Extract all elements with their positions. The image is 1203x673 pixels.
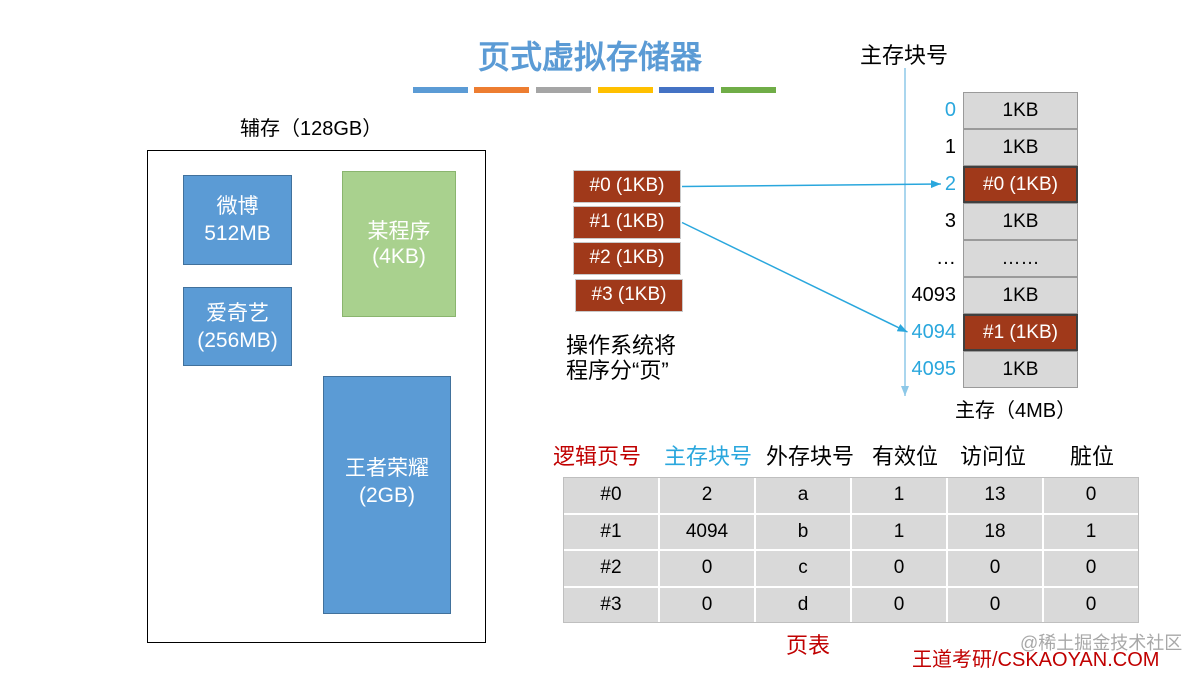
table-cell: c: [756, 551, 850, 586]
memory-block-number-row: 4094: [880, 314, 957, 351]
memory-block-number: 4095: [911, 358, 957, 380]
memory-block-number-row: 4095: [880, 351, 957, 388]
table-cell: #1: [564, 514, 658, 549]
memory-block-cell: 1KB: [963, 129, 1078, 166]
memory-block-number: 2: [944, 173, 956, 195]
page-to-block-arrow: [681, 221, 908, 333]
program-block-iqiyi: 爱奇艺 (256MB): [183, 287, 292, 366]
memory-block-cell: 1KB: [963, 92, 1078, 129]
table-header-memory-block: 主存块号: [663, 444, 752, 469]
table-cell: 0: [1044, 551, 1138, 586]
program-size: (2GB): [358, 484, 415, 507]
accent-bar: [721, 87, 776, 93]
slide-title: 页式虚拟存储器: [477, 39, 702, 75]
program-block-honor-of-kings: 王者荣耀 (2GB): [323, 376, 451, 614]
memory-block-number-row: 1: [880, 129, 956, 166]
page-table: #0 2 a 1 13 0 #1 4094 b 1 18 1 #2 0 c 0 …: [563, 477, 1139, 623]
table-cell: 0: [1044, 478, 1138, 513]
memory-block-number: 0: [944, 99, 956, 121]
memory-block-number-row: 3: [880, 203, 956, 240]
program-size: (256MB): [197, 328, 278, 352]
secondary-storage-label: 辅存（128GB）: [240, 118, 383, 140]
memory-block-cell: 1KB: [963, 203, 1078, 240]
program-page: #2 (1KB): [573, 242, 681, 275]
table-cell: #0: [564, 478, 658, 513]
table-cell: 2: [660, 478, 754, 513]
memory-block-number-row: …: [880, 240, 956, 277]
accent-bar: [413, 87, 468, 93]
paging-note-line: 操作系统将: [566, 333, 677, 358]
program-block-weibo: 微博 512MB: [183, 175, 292, 265]
memory-block-axis-label: 主存块号: [860, 43, 949, 68]
program-page: #3 (1KB): [575, 279, 683, 312]
memory-block-cell: 1KB: [963, 277, 1078, 314]
memory-block-number-row: 4093: [880, 277, 957, 314]
table-cell: 1: [852, 478, 946, 513]
table-header-logical-page: 逻辑页号: [552, 444, 641, 469]
table-cell: 13: [948, 478, 1042, 513]
table-cell: d: [756, 587, 850, 622]
table-cell: #3: [564, 587, 658, 622]
program-size: (4KB): [372, 245, 426, 268]
table-cell: 0: [852, 587, 946, 622]
memory-block-number: 4094: [911, 321, 957, 343]
memory-block-number: 4093: [911, 284, 957, 306]
table-header-disk-block: 外存块号: [765, 444, 854, 469]
program-name: 爱奇艺: [206, 301, 269, 325]
memory-block-cell: 1KB: [963, 351, 1078, 388]
memory-block-cell: #0 (1KB): [963, 166, 1078, 203]
secondary-storage-box: [147, 150, 486, 643]
main-memory-column: 1KB 1KB #0 (1KB) 1KB …… 1KB #1 (1KB) 1KB: [963, 92, 1078, 388]
page-table-caption: 页表: [786, 633, 831, 658]
table-cell: 1: [1044, 514, 1138, 549]
program-name: 某程序: [367, 220, 431, 243]
table-cell: b: [756, 514, 850, 549]
table-cell: #2: [564, 551, 658, 586]
memory-block-cell: #1 (1KB): [963, 314, 1078, 351]
paging-note: 操作系统将 程序分“页”: [566, 333, 676, 383]
footer-brand: 王道考研/CSKAOYAN.COM: [912, 649, 1160, 671]
table-cell: 0: [1044, 587, 1138, 622]
memory-block-number: …: [936, 247, 956, 269]
memory-block-number: 1: [944, 136, 956, 158]
table-cell: 0: [660, 587, 754, 622]
table-cell: 1: [852, 514, 946, 549]
table-cell: 4094: [660, 514, 754, 549]
table-cell: 0: [660, 551, 754, 586]
program-block-some-program: 某程序 (4KB): [342, 171, 456, 317]
accent-bar: [598, 87, 653, 93]
program-name: 微博: [216, 195, 259, 218]
table-header-dirty-bit: 脏位: [1069, 444, 1114, 469]
memory-block-cell: ……: [963, 240, 1078, 277]
table-cell: 0: [948, 587, 1042, 622]
program-page: #0 (1KB): [573, 170, 681, 203]
main-memory-label: 主存（4MB）: [955, 400, 1077, 422]
paging-note-line: 程序分“页”: [566, 358, 669, 383]
table-header-access-bit: 访问位: [959, 444, 1026, 469]
program-name: 王者荣耀: [345, 457, 429, 480]
accent-bar: [474, 87, 529, 93]
memory-block-number: 3: [944, 210, 956, 232]
watermark: @稀土掘金技术社区: [1020, 633, 1183, 653]
memory-block-number-row: 0: [880, 92, 956, 129]
program-page: #1 (1KB): [573, 206, 681, 239]
memory-block-number-row: 2: [880, 166, 956, 203]
table-cell: 0: [948, 551, 1042, 586]
program-size: 512MB: [204, 222, 271, 245]
table-cell: a: [756, 478, 850, 513]
memory-block-numbers: 0 1 2 3 … 4093 4094 4095: [880, 92, 957, 388]
accent-bar: [536, 87, 591, 93]
table-cell: 0: [852, 551, 946, 586]
table-header-valid-bit: 有效位: [871, 444, 938, 469]
table-cell: 18: [948, 514, 1042, 549]
accent-bar: [659, 87, 714, 93]
